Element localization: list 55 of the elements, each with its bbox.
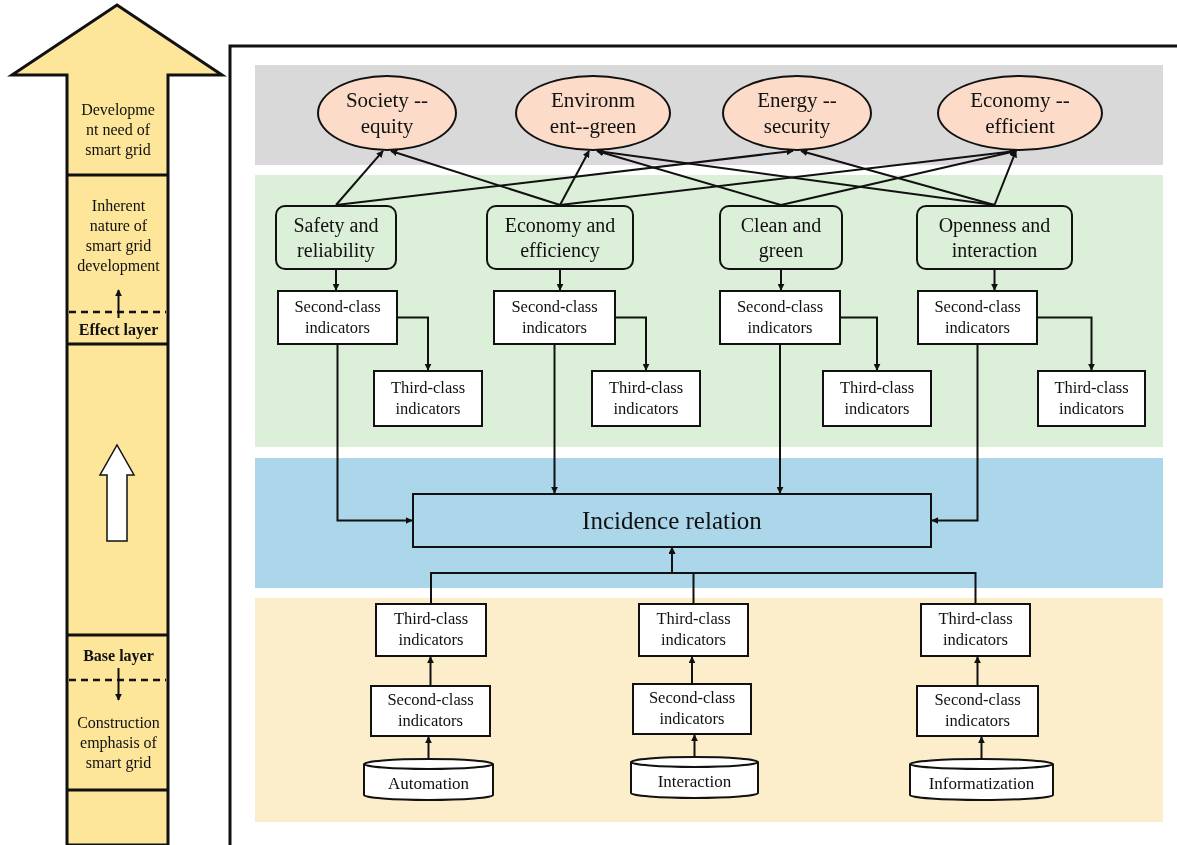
arrow [335, 149, 384, 206]
layer-title: Base layer [68, 644, 169, 668]
arrow [425, 736, 432, 759]
indicator-box: Second-class indicators [917, 290, 1038, 345]
arrow [978, 736, 985, 759]
stage-text: Developme nt need of smart grid [70, 85, 166, 175]
arrow [800, 149, 996, 206]
arrow [390, 149, 561, 206]
indicator-box: Second-class indicators [370, 685, 491, 737]
indicator-box: Second-class indicators [277, 290, 398, 345]
dimension-box: Safety and reliability [275, 205, 397, 270]
arrow [688, 656, 696, 684]
indicator-box: Third-class indicators [822, 370, 932, 427]
arrow [115, 289, 122, 319]
indicator-box: Third-class indicators [375, 603, 487, 657]
database-cylinder: Automation [363, 758, 494, 801]
arrow [840, 316, 881, 371]
stage-text: Inherent nature of smart grid development [68, 182, 169, 290]
layer-title: Effect layer [68, 318, 169, 342]
arrow [931, 344, 979, 524]
dimension-box: Openness and interaction [916, 205, 1073, 270]
indicator-box: Third-class indicators [591, 370, 701, 427]
arrow [993, 149, 1017, 206]
database-cylinder: Interaction [630, 756, 759, 799]
dimension-box: Clean and green [719, 205, 843, 270]
arrow [559, 149, 590, 206]
arrow [668, 547, 977, 604]
indicator-box: Third-class indicators [373, 370, 483, 427]
arrow [397, 316, 432, 371]
arrow [974, 656, 981, 686]
stage-text: Construction emphasis of smart grid [66, 700, 171, 786]
arrow [991, 269, 998, 291]
arrow [551, 344, 558, 494]
arrow [776, 344, 784, 494]
indicator-box: Third-class indicators [1037, 370, 1146, 427]
arrow [596, 149, 782, 206]
arrow [691, 734, 698, 757]
indicator-box: Third-class indicators [638, 603, 749, 657]
arrow [332, 269, 340, 291]
arrow [1037, 316, 1095, 371]
arrow [336, 344, 413, 524]
arrow [615, 316, 650, 371]
indicator-box: Third-class indicators [920, 603, 1031, 657]
indicator-box: Second-class indicators [632, 683, 752, 735]
arrow [427, 656, 434, 686]
indicator-box: Second-class indicators [719, 290, 841, 345]
arrow [335, 148, 794, 206]
arrow [115, 667, 122, 701]
dimension-box: Economy and efficiency [486, 205, 634, 270]
arrow [777, 269, 785, 291]
indicator-box: Second-class indicators [493, 290, 616, 345]
database-cylinder: Informatization [909, 758, 1054, 801]
arrow [556, 269, 564, 291]
relation-box: Incidence relation [412, 493, 932, 548]
indicator-box: Second-class indicators [916, 685, 1039, 737]
